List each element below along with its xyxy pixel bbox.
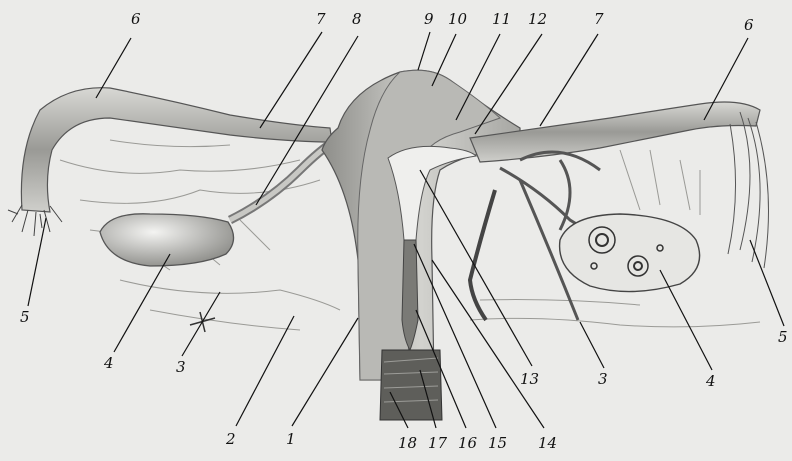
label-13: 13 bbox=[520, 370, 539, 388]
label-6-left: 6 bbox=[131, 10, 141, 28]
label-1: 1 bbox=[286, 430, 296, 448]
uterine-vessel-right bbox=[470, 190, 495, 320]
label-4-left: 4 bbox=[103, 354, 114, 372]
label-4-right: 4 bbox=[705, 372, 716, 390]
label-15: 15 bbox=[488, 434, 507, 452]
label-14: 14 bbox=[538, 434, 557, 452]
ovary-left bbox=[100, 214, 234, 266]
label-3-right: 3 bbox=[598, 370, 608, 388]
label-5-left: 5 bbox=[20, 308, 30, 326]
label-6-right: 6 bbox=[744, 16, 754, 34]
label-17: 17 bbox=[428, 434, 448, 452]
ovary-right bbox=[560, 214, 700, 292]
label-7-right: 7 bbox=[594, 10, 604, 28]
label-8: 8 bbox=[352, 10, 362, 28]
uterine-tube-left bbox=[21, 88, 332, 212]
fimbriae-right bbox=[728, 112, 769, 268]
label-2: 2 bbox=[225, 430, 236, 448]
label-11: 11 bbox=[492, 10, 511, 28]
label-3-left: 3 bbox=[176, 358, 186, 376]
label-9: 9 bbox=[424, 10, 434, 28]
uterine-tube-right bbox=[470, 102, 760, 162]
label-7-left: 7 bbox=[316, 10, 326, 28]
label-10: 10 bbox=[448, 10, 468, 28]
label-12: 12 bbox=[528, 10, 547, 28]
label-16: 16 bbox=[458, 434, 478, 452]
label-5-right: 5 bbox=[778, 328, 788, 346]
label-18: 18 bbox=[398, 434, 417, 452]
